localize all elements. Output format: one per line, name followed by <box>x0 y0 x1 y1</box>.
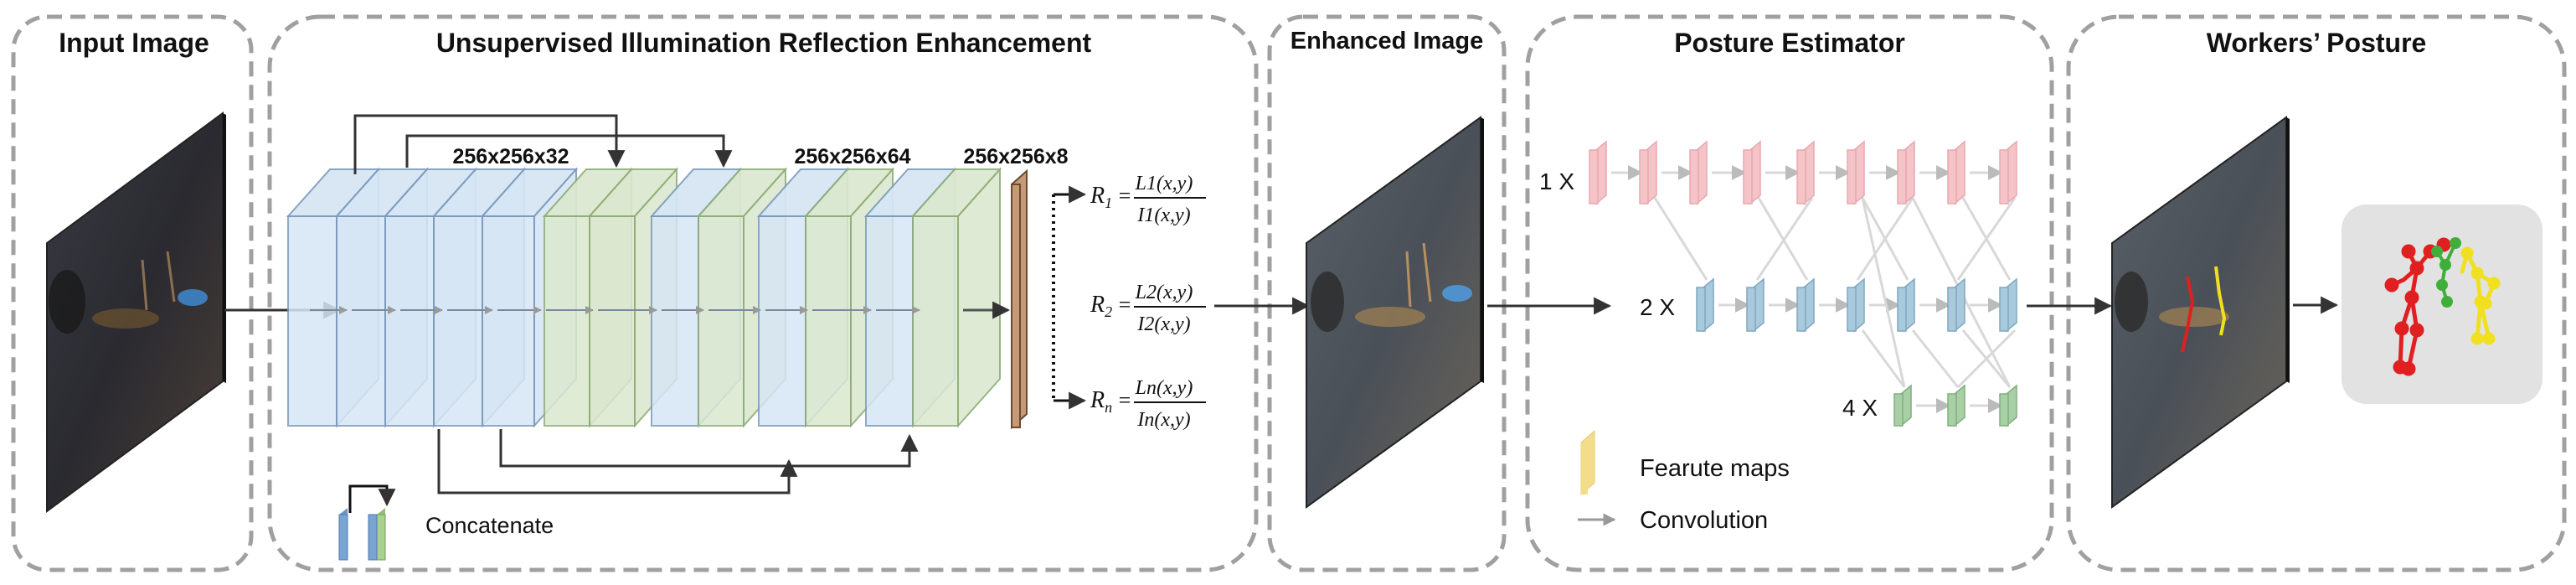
concatenate-label: Concatenate <box>425 513 554 538</box>
legend-feature-maps: Fearute maps <box>1640 455 1790 482</box>
title-estimator: Posture Estimator <box>1674 28 1905 58</box>
feature-map-2x-1 <box>1696 277 1714 333</box>
feature-map-4x-3 <box>1999 384 2017 427</box>
legend-convolution: Convolution <box>1640 507 1768 534</box>
feature-map-1x-9 <box>1999 140 2017 205</box>
feature-map-2x-2 <box>1746 277 1765 333</box>
estimator-network <box>1589 140 2017 427</box>
row-label-2x: 2 X <box>1640 294 1675 320</box>
frame-input <box>11 14 254 572</box>
feature-map-1x-4 <box>1743 140 1761 205</box>
skeleton-red <box>2384 237 2451 376</box>
svg-text:Rn: Rn <box>1090 387 1112 416</box>
output-connectors <box>1052 185 1087 410</box>
eq2-den: I2(x,y) <box>1136 313 1190 335</box>
svg-text:R2: R2 <box>1090 292 1112 320</box>
skeleton-yellow <box>2460 246 2501 345</box>
enhance-network <box>286 114 1011 494</box>
feature-map-2x-3 <box>1796 277 1815 333</box>
equation-r2: R2 = L2(x,y) I2(x,y) <box>1090 282 1206 335</box>
frame-enhanced <box>1267 14 1507 572</box>
svg-text:=: = <box>1117 388 1132 412</box>
feature-map-1x-7 <box>1897 140 1915 205</box>
eqn-den: In(x,y) <box>1136 409 1190 431</box>
feature-map-2x-6 <box>1947 277 1965 333</box>
feature-map-1x-8 <box>1947 140 1965 205</box>
frame-enhance <box>267 14 1259 572</box>
eq2-num: L2(x,y) <box>1135 282 1193 303</box>
feature-map-4x-1 <box>1893 384 1912 427</box>
feature-map-1x-2 <box>1639 140 1657 205</box>
dim-label-8: 256x256x8 <box>963 145 1068 168</box>
feature-map-4x-2 <box>1947 384 1965 427</box>
feature-map-2x-4 <box>1847 277 1865 333</box>
estimator-legend: Fearute maps Convolution <box>1578 429 1790 534</box>
title-enhanced: Enhanced Image <box>1291 28 1483 54</box>
title-input: Input Image <box>59 28 209 58</box>
feature-map-2x-5 <box>1897 277 1915 333</box>
skip-connections <box>353 114 919 494</box>
eq1-num: L1(x,y) <box>1135 173 1193 194</box>
workers-image <box>2111 116 2290 509</box>
section-frames <box>11 14 2567 572</box>
feature-map-1x-1 <box>1589 140 1607 205</box>
svg-text:=: = <box>1117 292 1132 317</box>
svg-text:=: = <box>1117 184 1132 208</box>
feature-map-2x-7 <box>1999 277 2017 333</box>
frame-workers <box>2066 14 2567 572</box>
feature-map-1x-3 <box>1689 140 1708 205</box>
skeleton-green <box>2431 237 2461 308</box>
concatenate-legend: Concatenate <box>338 484 554 561</box>
feature-map-1x-5 <box>1796 140 1815 205</box>
enhanced-image <box>1306 116 1484 509</box>
eq1-den: I1(x,y) <box>1136 204 1190 226</box>
row-label-1x: 1 X <box>1539 168 1574 194</box>
title-workers: Workers’ Posture <box>2207 28 2427 58</box>
equation-rn: Rn = Ln(x,y) In(x,y) <box>1090 377 1206 431</box>
title-enhance: Unsupervised Illumination Reflection Enh… <box>436 28 1092 58</box>
input-image <box>46 111 226 513</box>
dim-label-64: 256x256x64 <box>794 145 910 168</box>
dim-label-32: 256x256x32 <box>452 145 569 168</box>
skeleton-panel <box>2342 204 2543 404</box>
eqn-num: Ln(x,y) <box>1135 377 1193 399</box>
output-layer-8ch <box>1011 168 1028 430</box>
frame-estimator <box>1525 14 2054 572</box>
svg-text:R1: R1 <box>1090 183 1112 211</box>
estimator-connections <box>1611 165 2017 413</box>
feature-map-1x-6 <box>1847 140 1865 205</box>
row-label-4x: 4 X <box>1842 395 1878 421</box>
enhance-block-13 <box>910 167 1002 428</box>
equation-r1: R1 = L1(x,y) I1(x,y) <box>1090 173 1206 226</box>
